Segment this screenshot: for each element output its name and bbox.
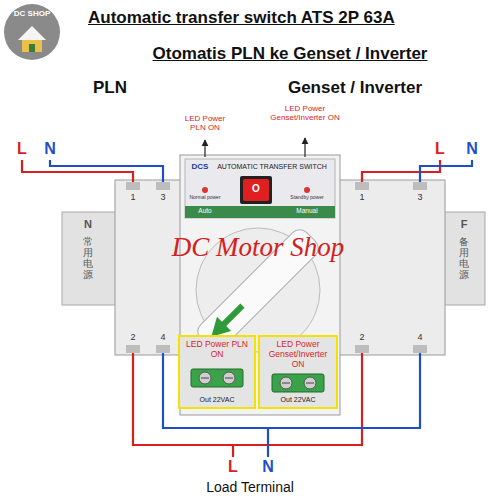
rocker-switch [243,179,269,201]
terminal-number: 4 [156,332,170,342]
terminal-screw [355,182,369,190]
output-terminal-block [271,373,325,393]
wire-label: N [462,140,482,158]
terminal-screw [413,182,427,190]
right-flange [443,212,485,305]
wire-label: N [258,458,278,476]
wire-label: L [223,458,243,476]
handle-arrow-shaft [221,303,245,327]
terminal-number: 1 [126,192,140,202]
housing [180,155,340,415]
mode-strip [185,206,335,218]
terminal-screw [355,345,369,353]
left-module [115,180,182,355]
side-label: F [457,218,471,231]
leader-line [204,140,205,157]
mode-label: Auto [190,207,220,214]
leader-line [304,138,305,157]
wire [232,445,234,457]
terminal-screw [413,345,427,353]
switch-symbol: O [249,183,263,195]
led-callout: LED Power Genset/Inverter ON [269,104,341,122]
screw [199,372,211,384]
logo-house [22,40,42,52]
terminal-screw [126,182,140,190]
logo-disc [4,4,60,60]
side-label: 常用电源 [83,236,93,280]
wire-label: L [12,140,32,158]
side-label: 备用电源 [459,236,469,280]
center-housing [180,155,340,415]
terminal-number: 1 [355,192,369,202]
logo-house-roof [18,26,46,40]
terminal-number: 4 [413,332,427,342]
title: Automatic transfer switch ATS 2P 63A [88,8,395,28]
wire-label: N [40,140,60,158]
front-panel [185,159,335,218]
terminal-number: 2 [355,332,369,342]
rocker-frame [240,176,272,204]
switch-modules [115,180,445,355]
terminal-screw [126,345,140,353]
wire [420,160,472,182]
led-normal [202,187,208,193]
terminal-number: 3 [413,192,427,202]
led-caption: Normal power [185,195,225,201]
output-terminal-block [190,368,244,388]
screw [304,377,316,389]
screw-slot [225,377,233,378]
screw [280,377,292,389]
brand-mark: DCS [186,162,214,171]
terminal-number: 2 [126,332,140,342]
wire [50,160,163,182]
screw-slot [282,382,290,383]
logo-text: DC SHOP [4,9,60,18]
output-rating: Out 22VAC [281,396,316,404]
logo-door [29,44,35,52]
terminal-screw [156,182,170,190]
wire [22,160,133,182]
screw-slot [306,382,314,383]
led-output-box: LED Power PLN ON Out 22VAC [178,335,256,409]
logo [4,4,60,60]
side-label: N [81,218,95,231]
load-terminal-label: Load Terminal [180,479,320,495]
led-label: LED Power Genset/Inverter ON [263,340,333,369]
led-caption: Standby power [285,195,329,201]
source-heading: Genset / Inverter [275,78,435,98]
terminal-block [272,374,324,392]
wires [22,160,472,457]
led-output-box: LED Power Genset/Inverter ON Out 22VAC [258,335,338,409]
wire [267,428,269,457]
device-name: AUTOMATIC TRANSFER SWITCH [215,163,329,171]
led-label: LED Power PLN ON [183,340,251,360]
wire-label: L [430,140,450,158]
terminal-block [191,369,243,387]
screw-slot [201,377,209,378]
terminal-number: 3 [156,192,170,202]
subtitle: Otomatis PLN ke Genset / Inverter [125,44,455,64]
leader-lines [205,138,305,157]
led-standby [304,187,310,193]
right-module [338,180,445,355]
source-heading: PLN [80,78,140,98]
screw [223,372,235,384]
output-rating: Out 22VAC [200,396,235,404]
led-callout: LED Power PLN ON [176,114,234,132]
mode-label: Manual [289,207,325,214]
watermark: DC Motor Shop [148,232,368,263]
wire [362,160,440,182]
left-flange [62,212,117,305]
terminal-screw [156,345,170,353]
